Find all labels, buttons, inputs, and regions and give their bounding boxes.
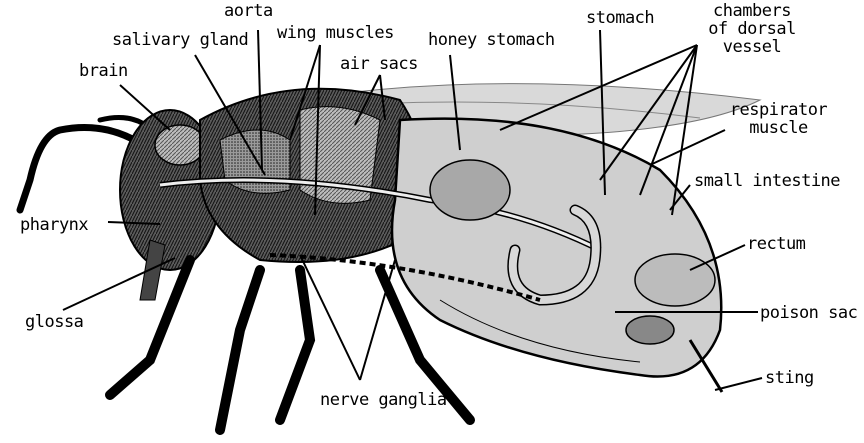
- label-small-intestine: small intestine: [694, 172, 840, 190]
- label-poison-sac: poison sac: [760, 304, 857, 322]
- label-brain: brain: [79, 62, 128, 80]
- label-pharynx: pharynx: [20, 216, 88, 234]
- label-aorta: aorta: [224, 2, 273, 20]
- label-respirator-muscle: respirator muscle: [721, 101, 836, 137]
- label-stomach: stomach: [586, 9, 654, 27]
- label-wing-muscles: wing muscles: [277, 24, 394, 42]
- label-salivary-gland: salivary gland: [112, 31, 248, 49]
- label-sting: sting: [765, 369, 814, 387]
- label-rectum: rectum: [747, 235, 805, 253]
- label-nerve-ganglia: nerve ganglia: [320, 391, 447, 409]
- label-glossa: glossa: [25, 313, 83, 331]
- label-chambers-of-dorsal-vessel: chambers of dorsal vessel: [697, 2, 807, 56]
- label-air-sacs: air sacs: [340, 55, 418, 73]
- label-honey-stomach: honey stomach: [428, 31, 555, 49]
